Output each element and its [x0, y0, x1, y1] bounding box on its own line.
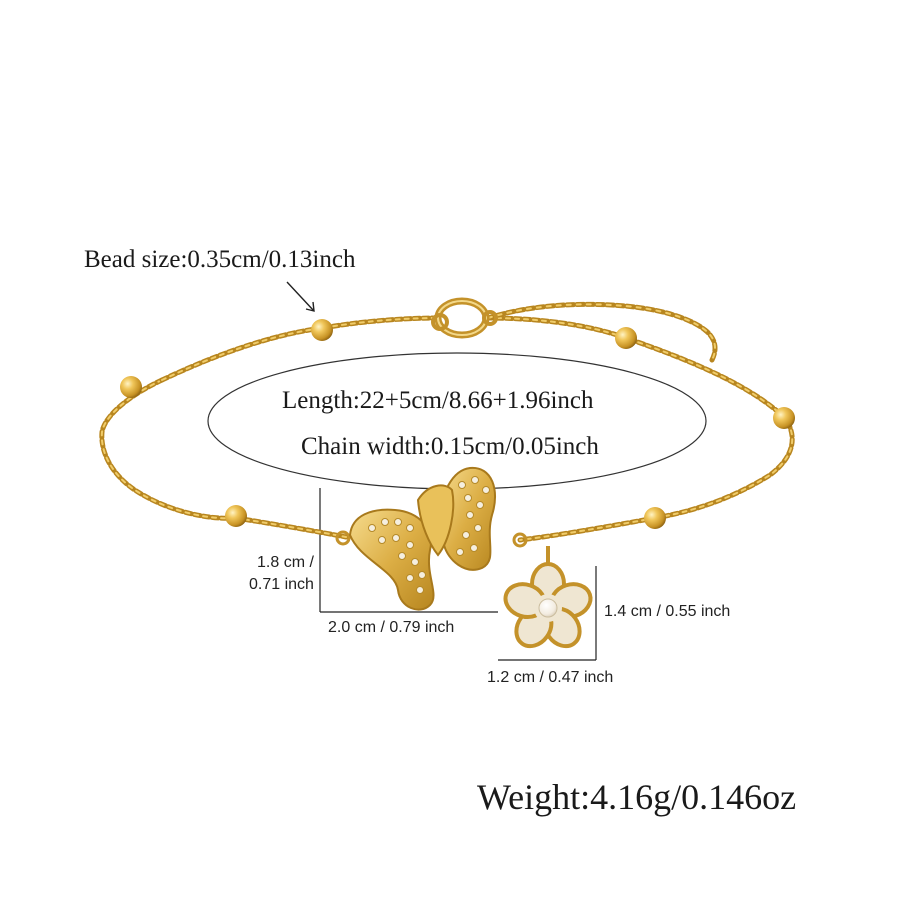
butterfly-height-label: 1.8 cm / 0.71 inch: [249, 552, 314, 596]
butterfly-height-cm: 1.8 cm /: [257, 554, 314, 571]
bead-size-label: Bead size:0.35cm/0.13inch: [84, 246, 356, 273]
butterfly-width-label: 2.0 cm / 0.79 inch: [328, 619, 455, 636]
info-oval: [207, 352, 707, 490]
butterfly-height-inch: 0.71 inch: [249, 576, 314, 593]
flower-height-label: 1.4 cm / 0.55 inch: [604, 603, 731, 620]
butterfly-charm: [335, 466, 528, 611]
lobster-clasp: [431, 297, 498, 339]
flower-width-label: 1.2 cm / 0.47 inch: [487, 669, 614, 686]
length-label: Length:22+5cm/8.66+1.96inch: [282, 387, 594, 414]
chain-width-label: Chain width:0.15cm/0.05inch: [301, 433, 599, 460]
dimension-lines: [319, 488, 597, 661]
weight-label: Weight:4.16g/0.146oz: [477, 777, 797, 817]
beads: [120, 319, 795, 529]
arrow-icon: [286, 281, 315, 312]
flower-charm: [503, 546, 593, 649]
